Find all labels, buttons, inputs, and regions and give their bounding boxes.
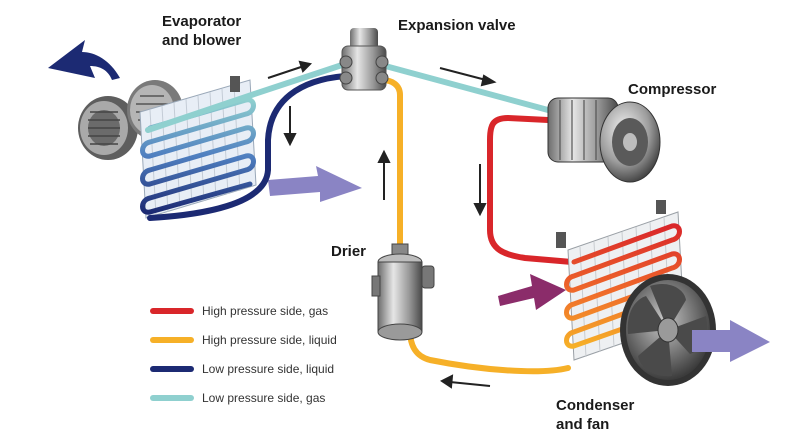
evaporator-label-line1: Evaporator: [162, 13, 242, 30]
airflow-in-fan-arrow: [692, 320, 770, 362]
drier: [371, 243, 435, 341]
expansion-valve-label: Expansion valve: [398, 17, 516, 34]
legend-swatch-high-gas: [150, 307, 194, 314]
flow-arrow-down-evaporator: [283, 106, 297, 147]
flow-arrow-up-liquid: [377, 149, 391, 200]
compressor-label: Compressor: [628, 81, 717, 98]
legend-item-high-gas: High pressure side, gas: [150, 296, 410, 325]
compressor: [547, 97, 661, 183]
line-high-liquid-condenser: [407, 327, 571, 375]
evaporator-label: Evaporator and blower: [162, 12, 241, 50]
legend-swatch-low-liquid: [150, 365, 194, 372]
legend-item-low-gas: Low pressure side, gas: [150, 383, 410, 412]
expansion-valve: [339, 28, 389, 91]
line-low-gas-evaporator: [145, 61, 348, 133]
legend-item-low-liquid: Low pressure side, liquid: [150, 354, 410, 383]
condenser-label: Condenser and fan: [556, 396, 634, 434]
condenser-fan: [620, 274, 716, 386]
legend-label-high-liquid: High pressure side, liquid: [202, 332, 337, 347]
legend-label-low-liquid: Low pressure side, liquid: [202, 361, 335, 376]
drier-label: Drier: [331, 243, 367, 260]
flow-arrow-left-high-liquid: [440, 374, 491, 389]
legend-swatch-high-liquid: [150, 336, 194, 343]
flow-arrow-valve-to-compressor: [439, 67, 497, 87]
evaporator-label-line2: and blower: [162, 32, 242, 49]
airflow-out-arrow: [48, 40, 120, 80]
legend-label-high-gas: High pressure side, gas: [202, 303, 329, 318]
line-low-liquid: [147, 73, 348, 221]
airflow-in-evaporator-arrow: [268, 166, 362, 202]
line-high-gas: [487, 114, 575, 265]
legend-label-low-gas: Low pressure side, gas: [202, 390, 326, 405]
legend-item-high-liquid: High pressure side, liquid: [150, 325, 410, 354]
flow-arrow-evap-to-valve: [267, 60, 313, 79]
flow-arrow-down-high-gas: [473, 164, 487, 217]
airflow-condenser-arrow: [498, 274, 566, 310]
condenser-label-line2: and fan: [556, 416, 610, 433]
legend: High pressure side, gas High pressure si…: [150, 296, 410, 412]
condenser-label-line1: Condenser: [556, 397, 635, 414]
line-low-gas-compressor: [375, 61, 551, 113]
legend-swatch-low-gas: [150, 394, 194, 401]
